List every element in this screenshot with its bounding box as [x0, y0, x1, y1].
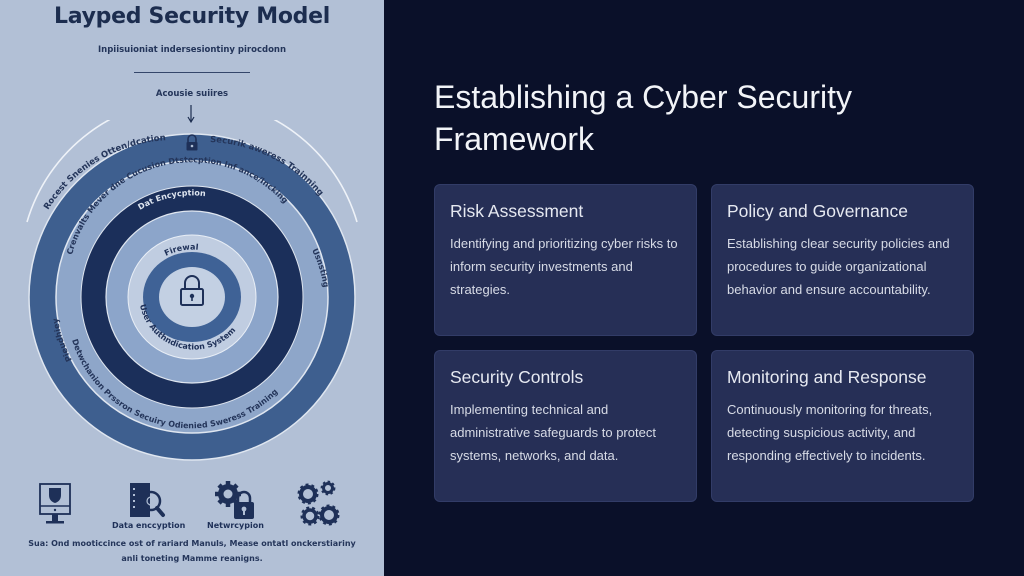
icon-row: Data enccyption Netwrcypion: [0, 478, 384, 538]
diagram-caption: Acousie suiires: [155, 89, 229, 99]
diagram-subtitle: Inpiisuioniat indersesiontiny pirocdonn: [97, 45, 287, 55]
card-risk-assessment: Risk Assessment Identifying and prioriti…: [434, 184, 697, 336]
footer-note: Sua: Ond mooticcince ost of rariard Manu…: [0, 536, 384, 566]
card-body: Implementing technical and administrativ…: [450, 402, 656, 463]
card-monitoring-response: Monitoring and Response Continuously mon…: [711, 350, 974, 502]
top-lock-icon: [186, 134, 198, 151]
card-body: Identifying and prioritizing cyber risks…: [450, 236, 678, 297]
card-policy-governance: Policy and Governance Establishing clear…: [711, 184, 974, 336]
layered-security-model-panel: Layped Security Model Inpiisuioniat inde…: [0, 0, 384, 576]
icon-label-network-encryption: Netwrcypion: [207, 521, 264, 530]
divider: [134, 72, 250, 73]
gears-icon: [297, 480, 340, 526]
card-title: Risk Assessment: [450, 201, 584, 221]
lock-icon: [180, 275, 204, 306]
slide-title-line-1: Establishing a Cyber Security: [434, 79, 852, 115]
computer-shield-icon: [39, 483, 71, 524]
card-security-controls: Security Controls Implementing technical…: [434, 350, 697, 502]
footer-line-1: Sua: Ond mooticcince ost of rariard Manu…: [28, 539, 356, 548]
card-title: Monitoring and Response: [727, 367, 927, 387]
icon-label-data-encryption: Data enccyption: [112, 521, 186, 530]
diagram-title: Layped Security Model: [54, 4, 330, 29]
arrow-down-icon: [187, 105, 195, 124]
footer-line-2: anli toneting Mamme reanigns.: [121, 554, 263, 563]
slide-title-line-2: Framework: [434, 121, 595, 157]
gear-lock-icon: [215, 481, 254, 519]
card-body: Establishing clear security policies and…: [727, 236, 950, 297]
outer-arc: [26, 120, 358, 223]
card-body: Continuously monitoring for threats, det…: [727, 402, 933, 463]
slide-title: Establishing a Cyber Security Framework: [434, 76, 994, 160]
card-title: Policy and Governance: [727, 201, 908, 221]
card-title: Security Controls: [450, 367, 584, 387]
concentric-rings-diagram: Rocest Snenies Otten/dcation Securik awe…: [26, 120, 358, 461]
document-search-gear-icon: [130, 483, 165, 517]
